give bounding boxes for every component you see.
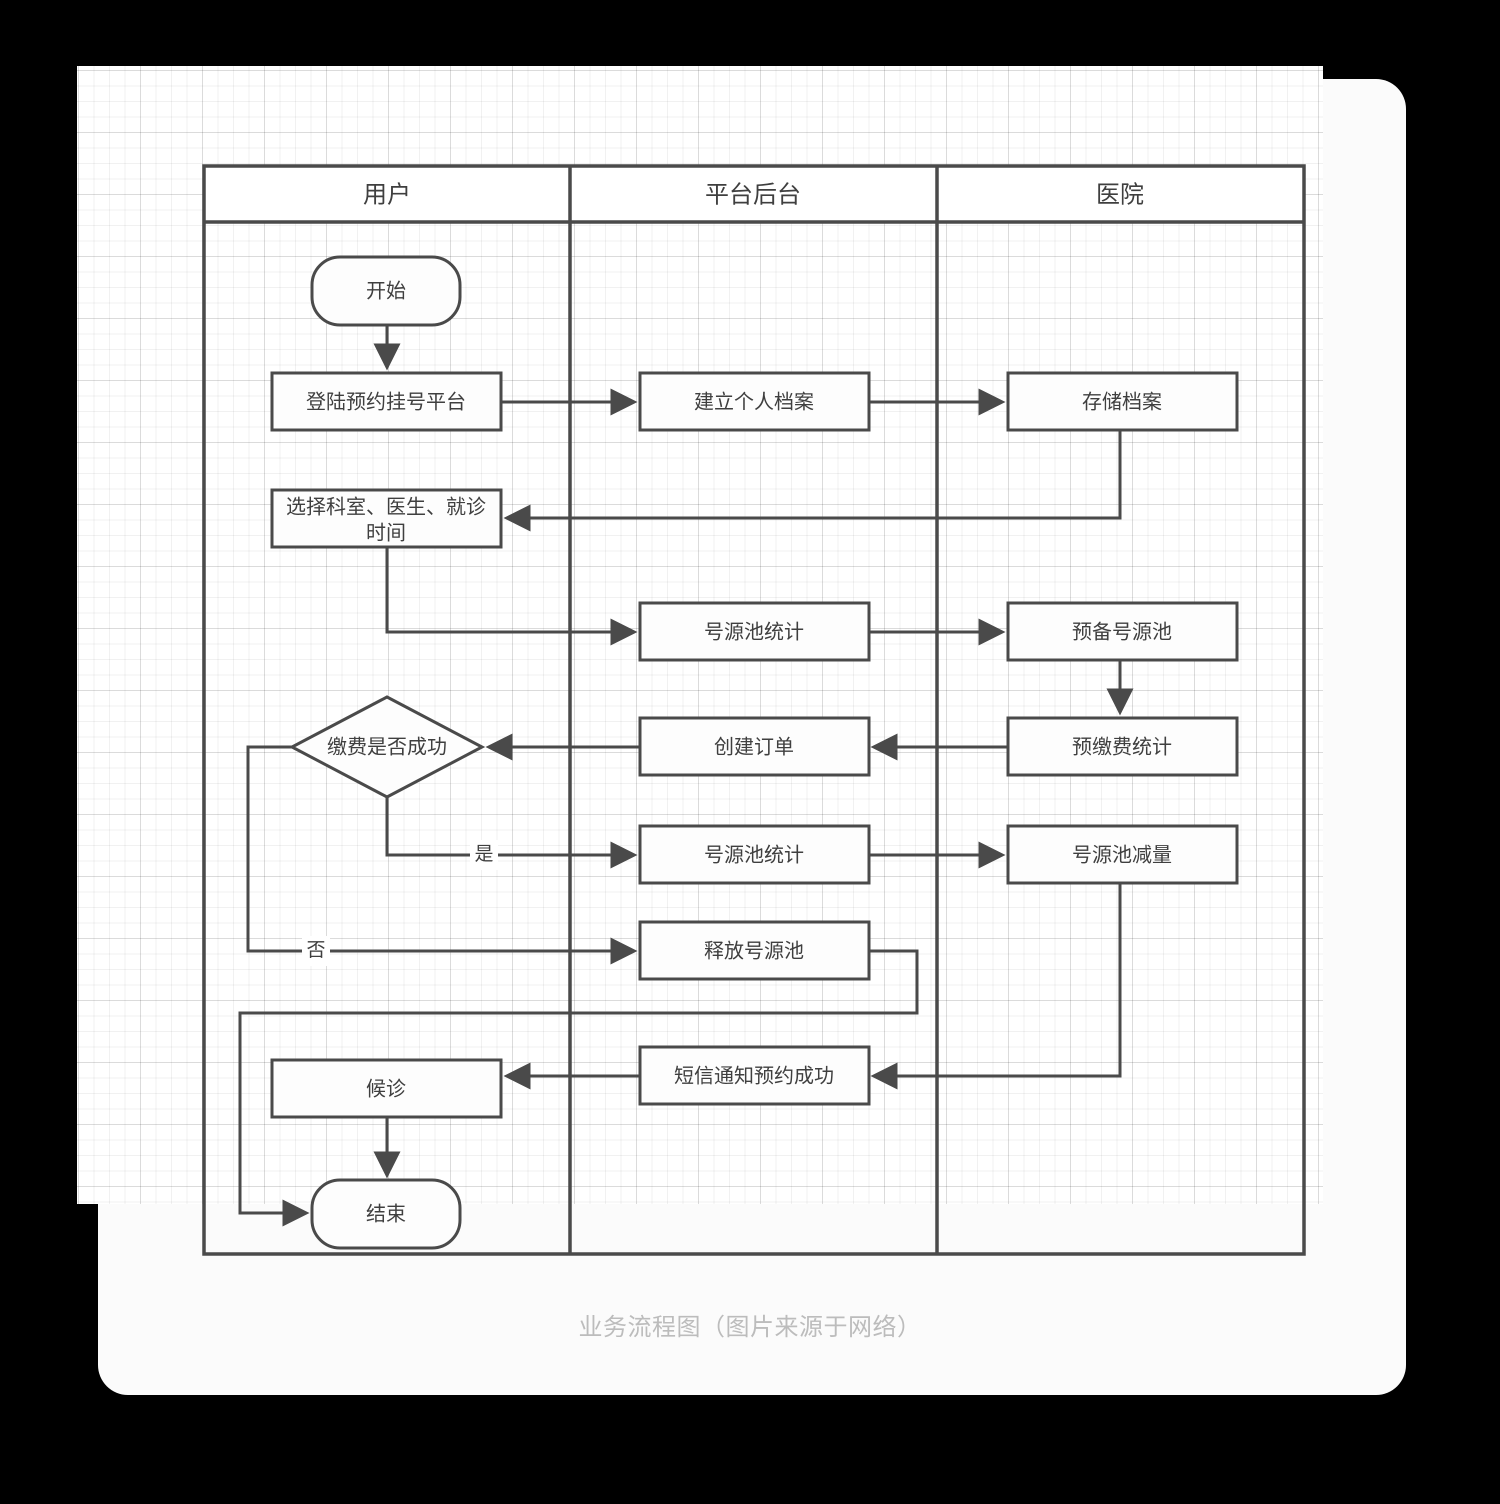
node-pool-stat-1[interactable]: 号源池统计	[638, 601, 871, 662]
edge-release-pool-end	[238, 949, 919, 1227]
node-store-file[interactable]: 存储档案	[1006, 371, 1239, 432]
edge-pay-decision-pool-stat-2	[385, 797, 638, 869]
node-sms-notify[interactable]: 短信通知预约成功	[638, 1045, 871, 1106]
node-prepay-stat-label: 预缴费统计	[1072, 735, 1172, 758]
edge-pay-decision-release-pool	[246, 745, 638, 965]
node-create-order[interactable]: 创建订单	[638, 716, 871, 777]
lane-label-user: 用户	[363, 181, 411, 208]
node-login-label: 登陆预约挂号平台	[306, 390, 466, 413]
node-pool-reduce[interactable]: 号源池减量	[1006, 824, 1239, 885]
node-end[interactable]: 结束	[310, 1178, 462, 1250]
lane-header-user: 用户	[363, 181, 411, 208]
edge-labels: 是 否	[302, 840, 498, 966]
node-create-file-label: 建立个人档案	[694, 390, 814, 413]
lane-label-hospital: 医院	[1096, 181, 1144, 208]
edge-label-no: 否	[306, 940, 325, 961]
node-end-label: 结束	[366, 1202, 406, 1225]
node-login[interactable]: 登陆预约挂号平台	[270, 371, 503, 432]
node-pool-reduce-label: 号源池减量	[1072, 843, 1172, 866]
edge-store-file-select	[503, 431, 1122, 532]
lane-label-platform: 平台后台	[705, 181, 801, 208]
diagram-caption: 业务流程图（图片来源于网络）	[578, 1314, 922, 1341]
node-select-label-line1: 选择科室、医生、就诊	[286, 495, 486, 518]
node-create-order-label: 创建订单	[714, 735, 794, 758]
swimlane-frame	[202, 164, 1306, 1256]
node-pay-decision[interactable]: 缴费是否成功	[288, 695, 486, 799]
edge-label-yes: 是	[474, 844, 493, 865]
node-select-label-line2: 时间	[366, 521, 406, 544]
node-select[interactable]: 选择科室、医生、就诊 时间	[270, 488, 503, 549]
lane-header-hospital: 医院	[1096, 181, 1144, 208]
node-pool-stat-1-label: 号源池统计	[704, 620, 804, 643]
connectors	[238, 325, 1134, 1227]
node-start[interactable]: 开始	[310, 255, 462, 327]
node-pay-decision-label: 缴费是否成功	[327, 735, 447, 758]
node-store-file-label: 存储档案	[1082, 390, 1162, 413]
node-pool-stat-2[interactable]: 号源池统计	[638, 824, 871, 885]
node-prep-pool[interactable]: 预备号源池	[1006, 601, 1239, 662]
edge-pool-reduce-sms-notify	[870, 884, 1122, 1090]
node-sms-notify-label: 短信通知预约成功	[674, 1064, 834, 1087]
node-prepay-stat[interactable]: 预缴费统计	[1006, 716, 1239, 777]
node-start-label: 开始	[366, 279, 406, 302]
node-waiting-label: 候诊	[366, 1077, 406, 1100]
node-prep-pool-label: 预备号源池	[1072, 620, 1172, 643]
lane-header-platform: 平台后台	[705, 181, 801, 208]
node-create-file[interactable]: 建立个人档案	[638, 371, 871, 432]
node-waiting[interactable]: 候诊	[270, 1058, 503, 1119]
node-release-pool[interactable]: 释放号源池	[638, 920, 871, 981]
node-pool-stat-2-label: 号源池统计	[704, 843, 804, 866]
edge-select-pool-stat-1	[385, 546, 638, 646]
node-release-pool-label: 释放号源池	[704, 939, 804, 962]
